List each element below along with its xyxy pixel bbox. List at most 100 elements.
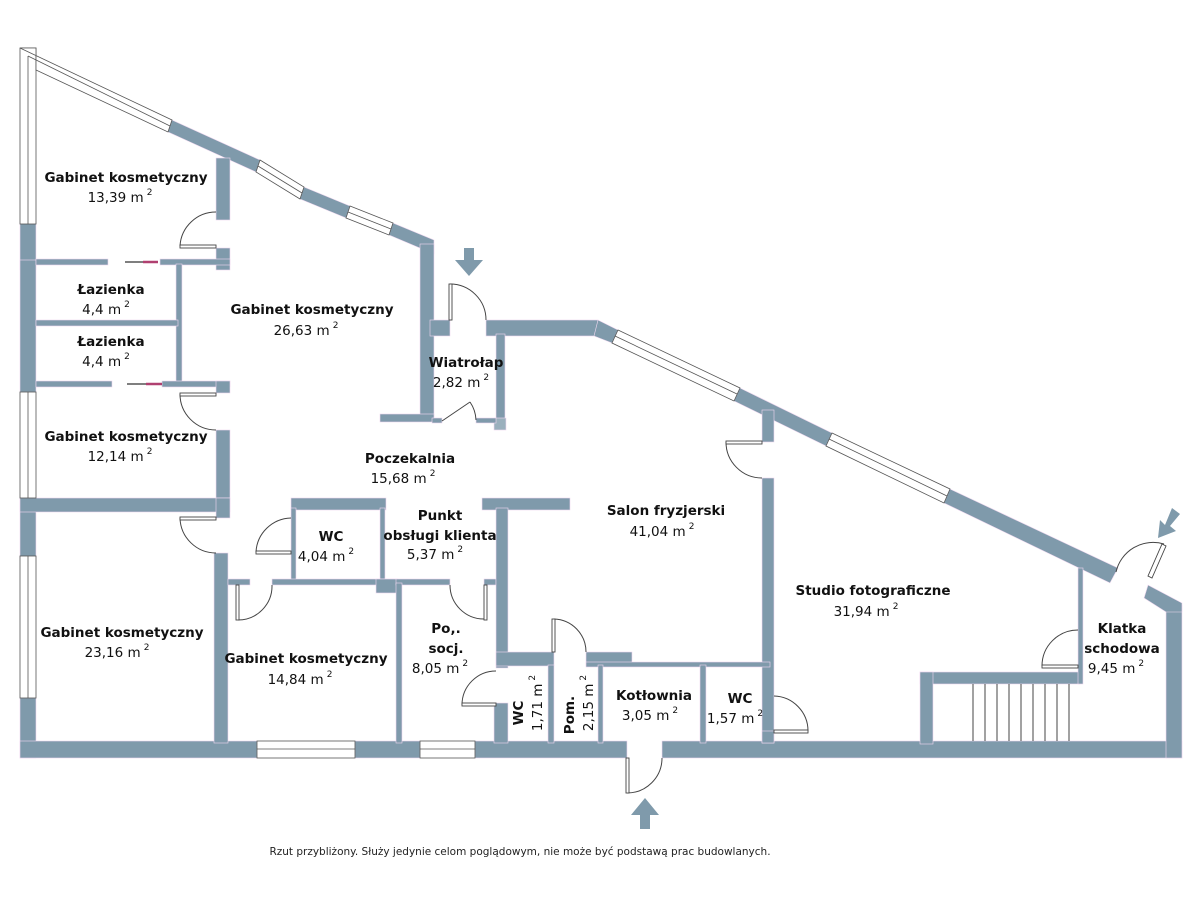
wall-right-outer bbox=[1165, 604, 1183, 759]
wall bbox=[379, 507, 386, 582]
wall bbox=[395, 582, 403, 744]
door[interactable] bbox=[1041, 629, 1079, 669]
wall bbox=[547, 664, 555, 744]
wall bbox=[495, 507, 509, 669]
door[interactable] bbox=[725, 440, 763, 479]
wall bbox=[485, 319, 599, 337]
door[interactable] bbox=[551, 618, 587, 653]
wall bbox=[290, 507, 297, 582]
wall bbox=[215, 380, 231, 394]
arrow-down-icon bbox=[455, 248, 483, 276]
wall bbox=[215, 429, 231, 501]
window bbox=[19, 47, 173, 133]
door[interactable] bbox=[449, 584, 488, 621]
wall-bottom-outer bbox=[474, 740, 628, 759]
wall bbox=[213, 552, 229, 744]
window bbox=[419, 740, 476, 759]
room-name: Gabinet kosmetyczny bbox=[44, 170, 207, 186]
wall-bottom-outer bbox=[19, 740, 258, 759]
door[interactable] bbox=[461, 670, 497, 707]
wall bbox=[699, 664, 707, 744]
room-name: Gabinet kosmetyczny bbox=[44, 429, 207, 445]
disclaimer-text: Rzut przybliżony. Służy jedynie celom po… bbox=[269, 846, 771, 858]
wall bbox=[395, 578, 451, 586]
wall bbox=[761, 477, 775, 744]
wall bbox=[375, 578, 399, 594]
wall bbox=[919, 671, 934, 745]
door[interactable] bbox=[179, 392, 217, 431]
room-name: Punkt bbox=[418, 508, 463, 524]
wall bbox=[761, 730, 775, 744]
door[interactable] bbox=[448, 283, 487, 321]
room-name: Kotłownia bbox=[616, 688, 692, 704]
wall-diagonal bbox=[943, 488, 1119, 584]
arrow-down-left-icon bbox=[1158, 508, 1180, 538]
door[interactable] bbox=[625, 757, 663, 794]
wall-diagonal bbox=[299, 186, 351, 219]
wall bbox=[1077, 567, 1084, 685]
wall bbox=[227, 578, 251, 586]
wall bbox=[481, 497, 571, 511]
wall-left-outer bbox=[19, 259, 37, 393]
room-name: Pom. bbox=[562, 696, 578, 734]
door[interactable] bbox=[235, 584, 273, 621]
wall bbox=[495, 651, 555, 667]
room-name: Salon fryzjerski bbox=[607, 503, 725, 519]
door[interactable] bbox=[773, 695, 809, 734]
wall bbox=[919, 671, 1081, 685]
room-name: Wiatrołap bbox=[429, 355, 504, 371]
wall-diagonal bbox=[167, 119, 261, 173]
room-name: Studio fotograficzne bbox=[796, 583, 951, 599]
staircase bbox=[972, 684, 1070, 741]
window bbox=[345, 205, 394, 236]
wall bbox=[35, 258, 109, 266]
door[interactable] bbox=[441, 401, 477, 422]
room-name: socj. bbox=[428, 641, 463, 657]
room-name: schodowa bbox=[1084, 641, 1159, 657]
wall bbox=[431, 417, 443, 424]
wall bbox=[429, 319, 451, 337]
wall bbox=[215, 157, 231, 221]
arrow-up-icon bbox=[631, 798, 659, 829]
room-name: WC bbox=[511, 701, 527, 726]
window bbox=[19, 555, 37, 699]
wall bbox=[215, 497, 231, 519]
room-name: Łazienka bbox=[76, 282, 144, 298]
wall bbox=[19, 497, 231, 513]
wall bbox=[585, 661, 771, 668]
room-name: Po,. bbox=[431, 621, 460, 637]
wall bbox=[597, 664, 604, 744]
door[interactable] bbox=[179, 211, 217, 249]
room-area: 2,15 m2 bbox=[579, 675, 597, 731]
door[interactable] bbox=[1115, 541, 1167, 579]
walls bbox=[19, 119, 1183, 759]
door[interactable] bbox=[179, 516, 217, 554]
window bbox=[19, 47, 37, 225]
door[interactable] bbox=[255, 517, 292, 555]
window bbox=[611, 329, 741, 402]
wall bbox=[379, 413, 435, 423]
